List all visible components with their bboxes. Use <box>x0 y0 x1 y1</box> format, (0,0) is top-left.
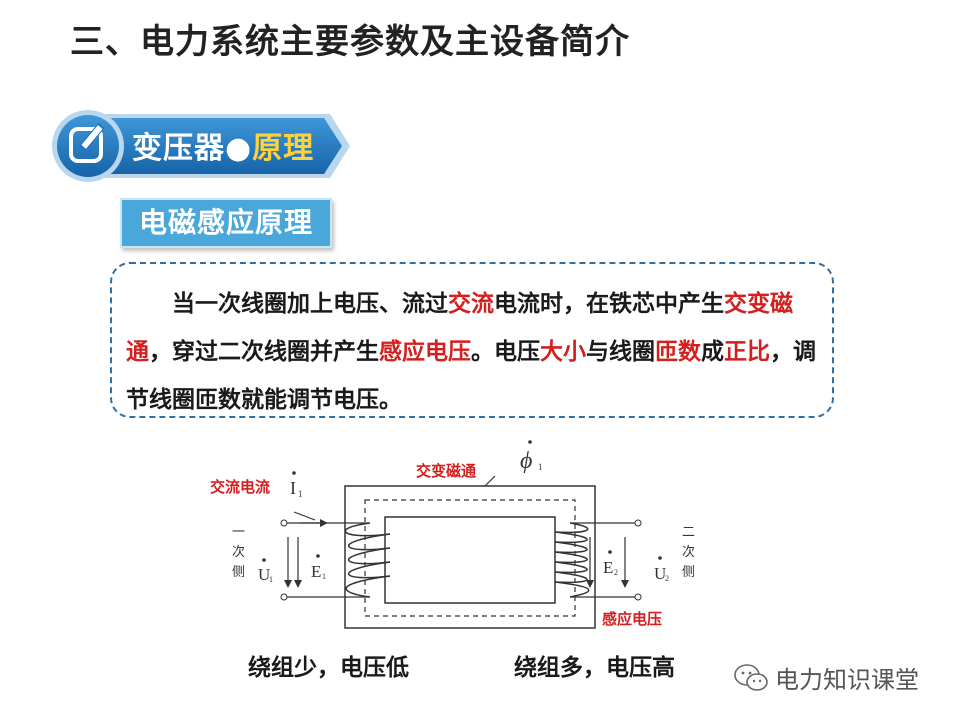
symbol-i1-sub: 1 <box>298 489 303 499</box>
symbol-i1: I <box>290 478 296 498</box>
edit-icon <box>69 122 105 163</box>
text-segment: ，调节线圈匝数就能调节电压。 <box>126 339 816 413</box>
iron-core-outer <box>344 485 596 629</box>
symbol-u1-sub: 1 <box>269 575 273 584</box>
page-title: 三、电力系统主要参数及主设备简介 <box>70 22 630 62</box>
banner-title-text: 变压器● <box>132 131 253 166</box>
highlight-text: 正比 <box>724 339 770 365</box>
text-segment: ，穿过二次线圈并产生 <box>149 339 379 365</box>
symbol-phi-sub: 1 <box>538 462 543 472</box>
symbol-e1: E <box>311 562 321 581</box>
primary-side-char: 一 <box>232 525 245 540</box>
highlight-text: 交变磁通 <box>126 291 793 365</box>
secondary-coil <box>554 522 590 598</box>
symbol-e2: E <box>603 558 613 577</box>
text-segment: 当一次线圈加上电压、流过 <box>172 291 448 317</box>
section-banner <box>52 110 350 182</box>
secondary-side-char: 次 <box>682 544 695 560</box>
explanation-paragraph: 当一次线圈加上电压、流过交流电流时，在铁芯中产生交变磁通，穿过二次线圈并产生感应… <box>126 280 826 424</box>
watermark: 电力知识课堂 <box>733 660 919 695</box>
text-segment: 与线圈 <box>586 339 655 365</box>
primary-side-char: 侧 <box>232 565 245 580</box>
highlight-text: 感应电压 <box>379 339 471 365</box>
highlight-text: 大小 <box>540 339 586 365</box>
secondary-side-char: 侧 <box>682 565 695 580</box>
text-segment: 。电压 <box>471 339 540 365</box>
highlight-text: 匝数 <box>655 339 701 365</box>
watermark-text: 电力知识课堂 <box>775 666 919 694</box>
symbol-phi: ϕ <box>520 448 532 474</box>
caption-primary: 绕组少，电压低 <box>248 655 409 681</box>
caption-secondary: 绕组多，电压高 <box>514 655 675 681</box>
explanation-box <box>110 262 834 418</box>
banner-title: 变压器●原理 <box>132 123 314 167</box>
symbol-e2-sub: 2 <box>614 568 618 577</box>
text-segment: 成 <box>701 339 724 365</box>
secondary-side-char: 二 <box>682 525 695 540</box>
symbol-u2-sub: 2 <box>665 574 669 583</box>
text-segment: 电流时，在铁芯中产生 <box>494 291 724 317</box>
subheading-box: 电磁感应原理 <box>120 198 332 248</box>
primary-coil <box>344 522 391 598</box>
label-induced-voltage: 感应电压 <box>602 610 662 628</box>
label-ac-current: 交流电流 <box>210 478 270 496</box>
label-flux: 交变磁通 <box>416 462 476 480</box>
primary-side-char: 次 <box>232 544 245 560</box>
wechat-icon <box>734 663 768 691</box>
highlight-text: 交流 <box>448 291 494 317</box>
iron-core-inner <box>384 516 556 604</box>
banner-title-accent: 原理 <box>252 131 315 166</box>
symbol-u2: U <box>654 564 666 583</box>
symbol-u1: U <box>258 565 270 584</box>
symbol-e1-sub: 1 <box>322 572 326 581</box>
transformer-diagram: 交流电流 交变磁通 感应电压 ϕ 1 I 1 U 1 E 1 E 2 U 2 一… <box>210 440 695 629</box>
flux-path <box>364 499 576 617</box>
